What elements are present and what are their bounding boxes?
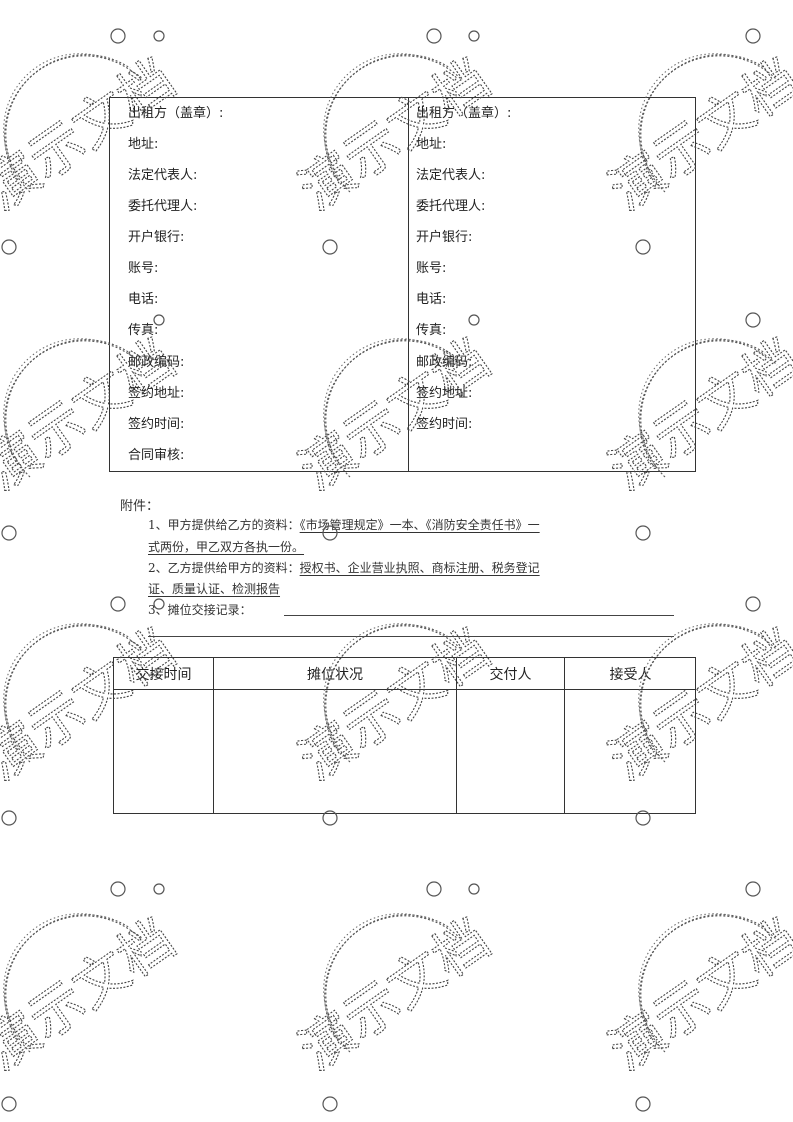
- lessor-seal-field: 出租方（盖章）:: [128, 106, 224, 121]
- lessor-legal-rep-field: 法定代表人:: [128, 168, 198, 183]
- lessee-fax-field: 传真:: [416, 323, 447, 338]
- attachment-item-2-prefix: 2、乙方提供给甲方的资料：: [148, 561, 300, 575]
- attachments-title: 附件：: [120, 499, 160, 514]
- lessor-postcode-field: 邮政编码:: [128, 355, 185, 370]
- lessor-account-field: 账号:: [128, 261, 159, 276]
- attachment-item-1-line-1: 1、甲方提供给乙方的资料：《市场管理规定》一本、《消防安全责任书》一: [148, 516, 540, 533]
- handover-col-divider: [213, 658, 214, 813]
- lessor-contract-review-field: 合同审核:: [128, 448, 185, 463]
- lessee-sign-place-field: 签约地址:: [416, 386, 473, 401]
- header-handover-time: 交接时间: [135, 667, 192, 683]
- handover-col-divider: [564, 658, 565, 813]
- lessee-address-field: 地址:: [416, 137, 447, 152]
- lessee-legal-rep-field: 法定代表人:: [416, 168, 486, 183]
- attachment-item-2-materials: 授权书、企业营业执照、商标注册、税务登记: [299, 561, 540, 575]
- stall-handover-blank-line-2: [148, 636, 674, 637]
- lessee-bank-field: 开户银行:: [416, 230, 473, 245]
- attachment-item-1-line-2: 式两份，甲乙双方各执一份。: [148, 538, 304, 555]
- stall-handover-blank-line: [284, 615, 674, 616]
- handover-table: 交接时间 摊位状况 交付人 接受人: [113, 657, 696, 814]
- attachment-item-2-line-2: 证、质量认证、检测报告: [148, 580, 280, 597]
- watermark-text: 演示文档: [0, 907, 186, 1082]
- attachment-item-2-materials-cont: 证、质量认证、检测报告: [148, 582, 281, 596]
- signature-divider: [408, 98, 409, 471]
- watermark-text: 演示文档: [288, 907, 501, 1082]
- attachment-item-1-materials-cont: 式两份，甲乙双方各执一份。: [148, 540, 305, 554]
- watermark-text: 演示文档: [598, 907, 793, 1082]
- lessor-bank-field: 开户银行:: [128, 230, 185, 245]
- lessor-phone-field: 电话:: [128, 292, 159, 307]
- attachment-item-1-materials: 《市场管理规定》一本、《消防安全责任书》一: [299, 518, 540, 532]
- signature-table: 出租方（盖章）: 地址: 法定代表人: 委托代理人: 开户银行: 账号: 电话:…: [109, 97, 696, 472]
- lessee-phone-field: 电话:: [416, 292, 447, 307]
- lessor-fax-field: 传真:: [128, 323, 159, 338]
- lessee-sign-time-field: 签约时间:: [416, 417, 473, 432]
- attachment-item-1-prefix: 1、甲方提供给乙方的资料：: [148, 518, 300, 532]
- lessor-sign-place-field: 签约地址:: [128, 386, 185, 401]
- lessee-account-field: 账号:: [416, 261, 447, 276]
- header-receiver: 接受人: [609, 667, 652, 683]
- lessor-agent-field: 委托代理人:: [128, 199, 198, 214]
- lessee-postcode-field: 邮政编码:: [416, 355, 473, 370]
- attachment-item-2-line-1: 2、乙方提供给甲方的资料：授权书、企业营业执照、商标注册、税务登记: [148, 559, 540, 576]
- header-stall-status: 摊位状况: [307, 667, 363, 683]
- handover-header-rule: [114, 689, 695, 690]
- lessor-address-field: 地址:: [128, 137, 159, 152]
- header-deliverer: 交付人: [489, 667, 532, 683]
- lessor-sign-time-field: 签约时间:: [128, 417, 185, 432]
- attachment-item-3: 3、摊位交接记录：: [148, 603, 252, 617]
- lessee-agent-field: 委托代理人:: [416, 199, 486, 214]
- lessee-seal-field: 出租方（盖章）:: [416, 106, 512, 121]
